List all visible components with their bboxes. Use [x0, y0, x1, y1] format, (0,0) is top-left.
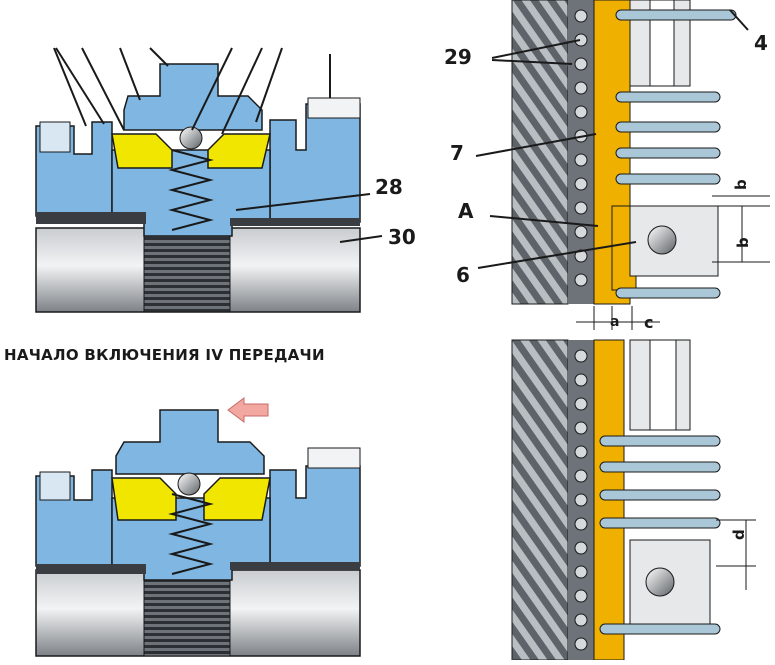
dim-c: c — [644, 313, 653, 332]
dim-b-lower: b — [734, 237, 752, 248]
label-6: 6 — [456, 263, 470, 287]
bottom-left-assembly — [35, 397, 361, 657]
dim-a: a — [610, 314, 619, 330]
label-a-upper: A — [458, 199, 474, 223]
label-30: 30 — [388, 225, 416, 249]
arrow-left-icon — [227, 397, 269, 423]
label-4: 4 — [754, 31, 768, 55]
top-left-assembly: 28 30 — [35, 47, 416, 313]
diagram-caption: НАЧАЛО ВКЛЮЧЕНИЯ IV ПЕРЕДАЧИ — [4, 346, 325, 364]
label-28: 28 — [375, 175, 403, 199]
dim-b-upper: b — [732, 179, 750, 190]
dim-d: d — [730, 529, 748, 540]
label-7: 7 — [450, 141, 464, 165]
label-29: 29 — [444, 45, 472, 69]
right-bottom-panel: d — [511, 339, 756, 661]
right-top-panel: 29 4 7 A 6 b b a c — [444, 0, 770, 332]
